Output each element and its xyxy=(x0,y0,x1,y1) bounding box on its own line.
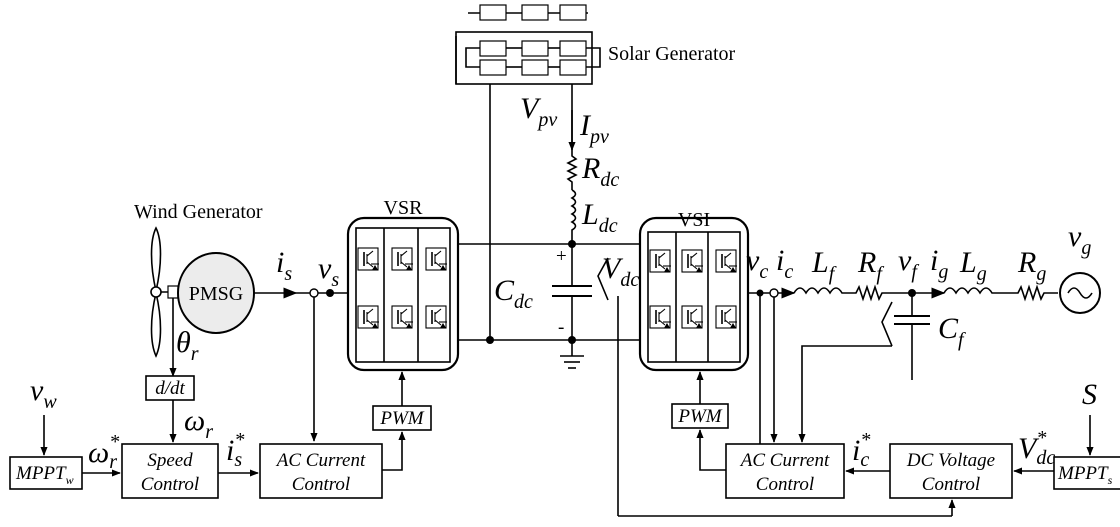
cdc-label: Cdc xyxy=(494,274,533,313)
rdc-resistor xyxy=(566,150,578,190)
ac-current-control-left xyxy=(259,443,383,499)
ac-current-control-right xyxy=(725,443,845,499)
svg-text:Control: Control xyxy=(922,474,980,495)
vsr-converter xyxy=(346,216,460,372)
ipv-label: Ipv xyxy=(579,109,609,148)
d-dt-block xyxy=(145,375,195,401)
lf-inductor xyxy=(793,287,850,295)
ic-label: ic xyxy=(776,244,793,283)
svg-text:Control: Control xyxy=(141,474,199,495)
svg-text:AC Current: AC Current xyxy=(739,450,830,471)
wind-generator-label: Wind Generator xyxy=(134,201,263,223)
vsi-inverter xyxy=(638,216,750,372)
vdc-sensor-icon xyxy=(597,257,609,301)
plus-sign: + xyxy=(556,246,567,267)
pmsg-label: PMSG xyxy=(189,283,243,305)
omega-r-ref-label: ω*r xyxy=(88,431,119,473)
speed-control-block xyxy=(121,443,219,499)
vs-label: vs xyxy=(318,252,339,291)
vpv-label: Vpv xyxy=(520,92,557,131)
svg-text:DC Voltage: DC Voltage xyxy=(906,450,995,471)
svg-text:PWM: PWM xyxy=(379,408,424,429)
vw-label: vw xyxy=(30,374,57,413)
theta-r-label: θr xyxy=(176,326,199,365)
rf-label: Rf xyxy=(857,246,884,285)
vg-label: vg xyxy=(1068,220,1091,259)
vsr-label: VSR xyxy=(384,197,424,219)
vf-sensor-icon xyxy=(881,301,893,347)
vsi-label: VSI xyxy=(678,209,710,231)
rg-label: Rg xyxy=(1017,246,1046,285)
rdc-label: Rdc xyxy=(581,152,619,191)
cf-label: Cf xyxy=(938,312,966,351)
rf-resistor xyxy=(850,284,912,302)
svg-text:MPPTs: MPPTs xyxy=(1057,463,1113,487)
svg-text:AC Current: AC Current xyxy=(275,450,366,471)
lg-label: Lg xyxy=(959,246,987,285)
omega-r-label: ωr xyxy=(184,404,213,443)
solar-generator-label: Solar Generator xyxy=(608,43,736,65)
mppt-wind-block xyxy=(9,456,83,490)
svg-text:Control: Control xyxy=(292,474,350,495)
ldc-inductor xyxy=(570,189,577,244)
mppt-solar-block xyxy=(1053,456,1120,490)
ig-label: ig xyxy=(930,244,948,283)
lg-inductor xyxy=(943,287,1014,295)
svg-text:Control: Control xyxy=(756,474,814,495)
ldc-label: Ldc xyxy=(581,198,618,237)
rg-resistor xyxy=(1014,284,1058,302)
s-label: S xyxy=(1082,378,1097,411)
vsi-switch-bridge xyxy=(647,231,741,363)
svg-text:PWM: PWM xyxy=(677,406,722,427)
is-ref-label: i*s xyxy=(226,429,244,471)
solar-generator xyxy=(455,4,601,85)
is-label: is xyxy=(276,246,292,285)
dc-voltage-control-block xyxy=(889,443,1013,499)
vdc-label: Vdc xyxy=(602,252,639,291)
vc-label: vc xyxy=(746,244,768,283)
ic-ref-label: i*c xyxy=(852,429,870,471)
svg-text:Speed: Speed xyxy=(147,450,193,471)
svg-text:MPPTw: MPPTw xyxy=(15,463,74,487)
minus-sign: - xyxy=(558,317,564,338)
vsr-switch-bridge xyxy=(355,227,451,363)
vdc-ref-label: V*dc xyxy=(1018,427,1055,469)
vf-label: vf xyxy=(898,244,919,283)
wind-turbine-icon xyxy=(150,226,180,358)
lf-label: Lf xyxy=(811,246,837,285)
svg-text:d/dt: d/dt xyxy=(155,378,185,399)
